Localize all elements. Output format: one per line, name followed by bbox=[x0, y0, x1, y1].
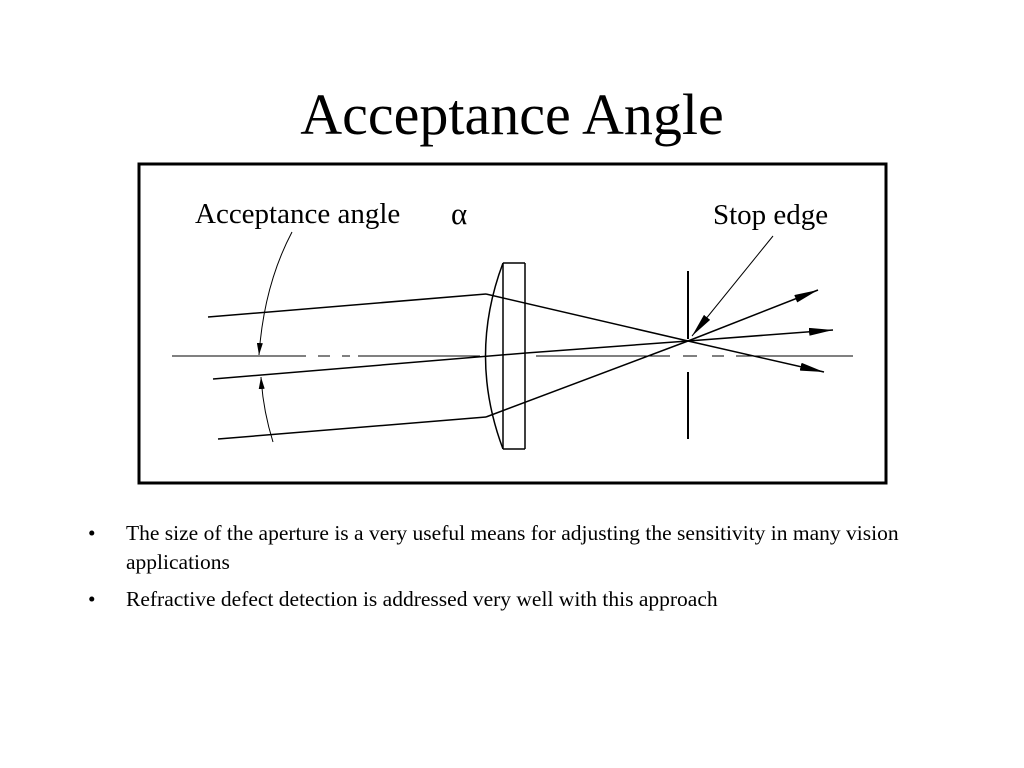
diagram-frame bbox=[137, 162, 888, 485]
refracted-rays bbox=[485, 293, 689, 418]
stop-edge-pointer bbox=[691, 235, 774, 337]
bullet-marker: • bbox=[88, 521, 96, 545]
ray-lower-in bbox=[217, 416, 487, 440]
bullet-item: • Refractive defect detection is address… bbox=[88, 585, 968, 614]
bullet-text: Refractive defect detection is addressed… bbox=[126, 587, 718, 611]
incoming-rays bbox=[207, 293, 527, 440]
ray-out-middle bbox=[687, 327, 834, 342]
slide-title: Acceptance Angle bbox=[300, 82, 724, 147]
alpha-symbol: α bbox=[451, 196, 467, 231]
acceptance-angle-indicator bbox=[256, 231, 293, 443]
acceptance-angle-label: Acceptance angle bbox=[195, 198, 400, 230]
bullet-item: • The size of the aperture is a very use… bbox=[88, 519, 968, 577]
angle-arc-lower bbox=[258, 376, 274, 443]
stop-edge-label: Stop edge bbox=[713, 199, 828, 231]
ray-out-lower bbox=[687, 340, 825, 373]
bullet-text: The size of the aperture is a very usefu… bbox=[126, 521, 899, 574]
bullet-list: • The size of the aperture is a very use… bbox=[88, 519, 968, 622]
ray-middle-in bbox=[212, 352, 527, 380]
ray-upper-in bbox=[207, 293, 487, 318]
bullet-marker: • bbox=[88, 587, 96, 611]
angle-arc-upper bbox=[256, 231, 293, 356]
outgoing-rays bbox=[687, 289, 834, 373]
